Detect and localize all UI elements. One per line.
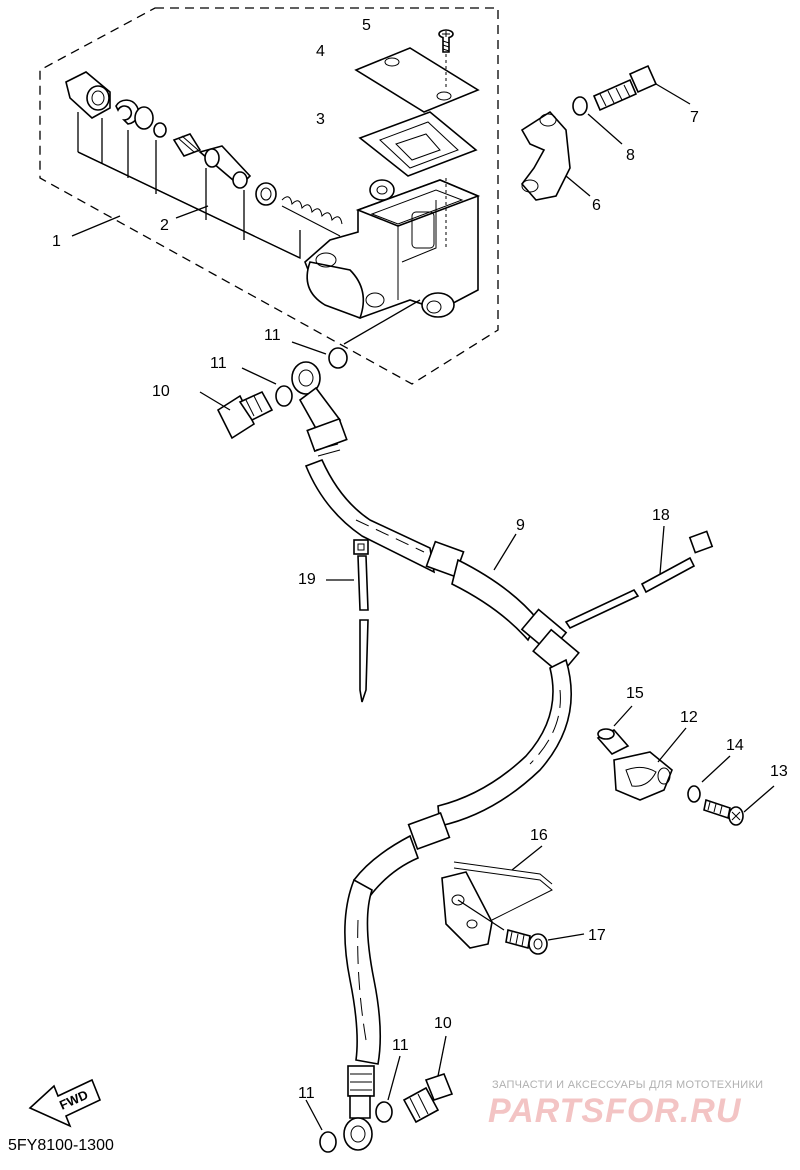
cable-tie-18	[564, 530, 714, 630]
callout-15: 15	[626, 685, 644, 702]
cap-screw	[438, 29, 454, 53]
drawing-code: 5FY8100-1300	[8, 1137, 114, 1154]
washer-14	[687, 785, 701, 803]
callout-11-a: 11	[264, 327, 281, 344]
gasket-11-left	[275, 385, 293, 407]
fwd-arrow-icon: FWD	[28, 1078, 102, 1128]
callout-10-lower: 10	[434, 1015, 452, 1032]
brake-hose	[291, 361, 580, 1151]
master-cylinder-body	[304, 179, 481, 320]
hose-guide	[613, 751, 673, 801]
callout-16: 16	[530, 827, 548, 844]
callout-12: 12	[680, 709, 698, 726]
callout-17: 17	[588, 927, 606, 944]
assembly-outline	[39, 7, 499, 385]
callout-11-d: 11	[298, 1085, 315, 1102]
diaphragm-gasket	[358, 111, 478, 177]
union-bolt-upper	[216, 390, 274, 440]
gasket-11-bottom-b	[319, 1131, 337, 1153]
gasket-11-upper	[328, 347, 348, 369]
callout-11-c: 11	[392, 1037, 409, 1054]
holder-bolt	[592, 64, 658, 112]
leader-1	[77, 112, 301, 260]
piston-kit	[65, 71, 343, 237]
union-bolt-lower	[402, 1073, 454, 1124]
watermark-brand: PARTSFOR.RU	[488, 1092, 742, 1130]
washer-8	[572, 96, 588, 116]
callout-1: 1	[52, 233, 61, 250]
callout-13: 13	[770, 763, 788, 780]
handlebar-holder	[520, 110, 571, 201]
callout-3: 3	[316, 111, 325, 128]
callout-18: 18	[652, 507, 670, 524]
callout-8: 8	[626, 147, 635, 164]
cable-tie-19	[353, 539, 369, 703]
gasket-11-bottom-a	[375, 1101, 393, 1123]
screw-13	[703, 798, 744, 826]
callout-4: 4	[316, 43, 325, 60]
callout-9: 9	[516, 517, 525, 534]
callout-5: 5	[362, 17, 371, 34]
callout-2: 2	[160, 217, 169, 234]
callout-19: 19	[298, 571, 316, 588]
callout-11-b: 11	[210, 355, 227, 372]
watermark-tagline: ЗАПЧАСТИ И АКСЕССУАРЫ ДЛЯ МОТОТЕХНИКИ	[492, 1079, 763, 1091]
hose-bracket	[441, 861, 553, 949]
collar	[596, 728, 630, 755]
callout-6: 6	[592, 197, 601, 214]
callout-7: 7	[690, 109, 699, 126]
reservoir-cap	[354, 47, 480, 113]
bolt-17	[505, 928, 548, 955]
callout-10-upper: 10	[152, 383, 170, 400]
callout-14: 14	[726, 737, 744, 754]
